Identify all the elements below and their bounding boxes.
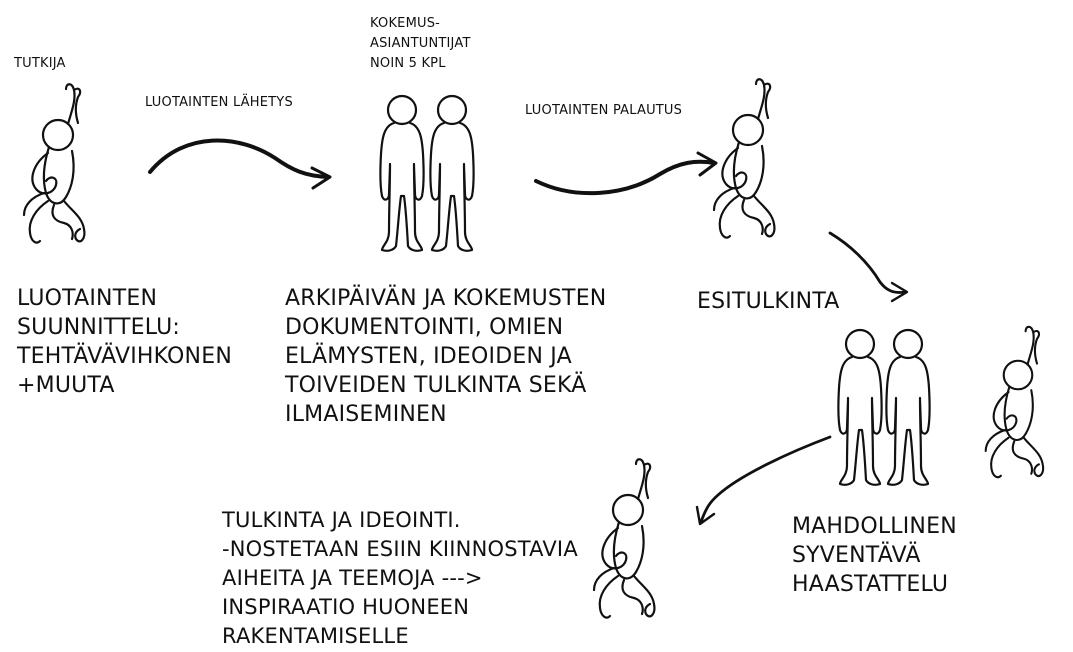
researcher-label: TUTKIJA [14, 56, 66, 71]
experts-figure [379, 94, 475, 252]
ideation-label: TULKINTA JA IDEOINTI. -NOSTETAAN ESIIN K… [222, 508, 578, 648]
return-probes-label: LUOTAINTEN PALAUTUS [525, 103, 683, 118]
interview-label: MAHDOLLINEN SYVENTÄVÄ HAASTATTELU [792, 514, 957, 597]
researcher-figure-2 [712, 78, 776, 239]
documentation-label: ARKIPÄIVÄN JA KOKEMUSTEN DOKUMENTOINTI, … [285, 286, 607, 427]
ideation-researcher-figure [592, 458, 656, 619]
interview-experts-figure [837, 328, 931, 486]
arrow-return-probes [534, 151, 718, 196]
interview-researcher-figure [984, 325, 1045, 479]
arrow-to-pre-interpretation [828, 231, 909, 303]
pre-interpretation-label: ESITULKINTA [697, 289, 840, 314]
arrow-to-ideation [695, 435, 832, 526]
researcher-figure [22, 83, 86, 244]
probe-design-label: LUOTAINTEN SUUNNITTELU: TEHTÄVÄVIHKONEN … [17, 286, 232, 398]
arrow-send-probes [148, 138, 332, 190]
send-probes-label: LUOTAINTEN LÄHETYS [145, 95, 293, 110]
experts-label: KOKEMUS- ASIANTUNTIJAT NOIN 5 KPL [370, 16, 471, 71]
